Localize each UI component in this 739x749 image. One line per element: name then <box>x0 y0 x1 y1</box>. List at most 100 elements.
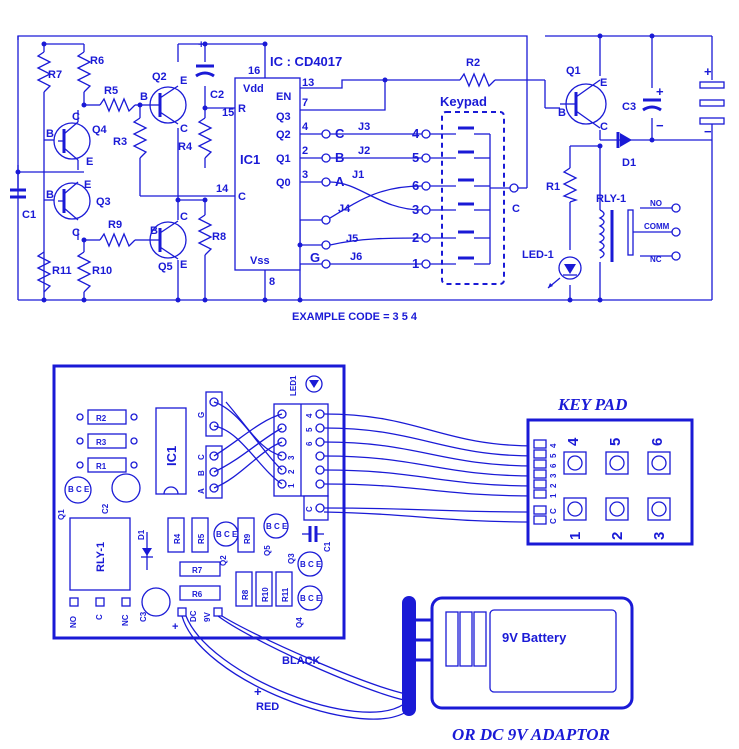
keypad-button-5[interactable] <box>605 451 629 475</box>
pcb-r11-body <box>275 571 293 607</box>
example-code: EXAMPLE CODE = 3 5 4 <box>292 311 418 323</box>
pcb-r1-body <box>87 457 127 473</box>
pin-vss: Vss <box>250 255 270 267</box>
pcb-q2-bce: B C E <box>216 530 238 539</box>
keypad-common-label: C <box>512 203 520 215</box>
pcb-r2-body <box>87 409 127 425</box>
q5-c: C <box>180 211 188 223</box>
capacitor-c3 <box>642 98 662 112</box>
capacitor-c1 <box>10 188 26 199</box>
label-r4: R4 <box>178 141 193 153</box>
battery-pack <box>402 596 634 716</box>
keypad-conn-c2: C <box>549 508 558 514</box>
pin-7: 7 <box>302 97 308 109</box>
q3-c: C <box>72 227 80 239</box>
led-1 <box>547 256 582 289</box>
pin-q2: Q2 <box>276 129 291 141</box>
pin-15: 15 <box>222 107 234 119</box>
label-d1: D1 <box>622 157 636 169</box>
pcb-c3-body <box>141 587 171 617</box>
pin-8: 8 <box>269 276 275 288</box>
ic-title: IC : CD4017 <box>270 54 342 69</box>
pcb-g-label: G <box>197 412 206 418</box>
pcb-r4-label: R4 <box>173 533 182 544</box>
keypad-conn-c1: C <box>549 518 558 524</box>
battery-clip <box>402 596 416 716</box>
resistor-r8 <box>197 214 213 256</box>
battery-symbol <box>699 81 725 140</box>
pcb-term-2: 2 <box>287 469 296 474</box>
pcb-q4-bce: B C E <box>300 594 322 603</box>
relay-rly1 <box>598 203 681 262</box>
transistor-q1 <box>560 79 607 129</box>
pcb-jumper-wires <box>213 401 283 489</box>
label-r1: R1 <box>546 181 560 193</box>
key-label-4: 4 <box>412 126 420 141</box>
jumper-j4: J4 <box>338 203 351 215</box>
keypad-board <box>526 418 694 546</box>
pcb-term-5: 5 <box>305 427 314 432</box>
pcb-r9-body <box>237 517 255 553</box>
label-comm: COMM <box>644 222 670 231</box>
jumper-letter-c: C <box>335 126 345 141</box>
q1-b: B <box>558 107 566 119</box>
battery-plus: + <box>704 64 712 79</box>
pcb-rly1-label: RLY-1 <box>95 542 107 572</box>
pin-14: 14 <box>216 183 229 195</box>
jumper-j2: J2 <box>358 145 370 157</box>
black-wire-label: BLACK <box>282 655 321 667</box>
c2-plus: + <box>198 39 204 51</box>
pcb-c-label: C <box>95 614 104 620</box>
pin-3: 3 <box>302 169 308 181</box>
q4-c: C <box>72 111 80 123</box>
pcb-q1-bce: B C E <box>68 485 90 494</box>
keypad-label-4: 4 <box>565 437 582 446</box>
pin-16: 16 <box>248 65 260 77</box>
pcb-c3-label: C3 <box>139 611 148 622</box>
pcb-q5-bce: B C E <box>266 522 288 531</box>
jumper-j5: J5 <box>346 233 358 245</box>
q2-c: C <box>180 123 188 135</box>
keypad-button-1[interactable] <box>563 497 587 521</box>
adaptor-label: OR DC 9V ADAPTOR <box>452 725 610 744</box>
label-r5: R5 <box>104 85 118 97</box>
pcb-term-1: 1 <box>287 483 296 488</box>
transistor-q4 <box>53 121 91 161</box>
transistor-q2 <box>148 85 187 125</box>
pcb-q3-label: Q3 <box>287 553 296 564</box>
keypad-button-6[interactable] <box>647 451 671 475</box>
keypad-conn-4: 4 <box>549 443 558 448</box>
capacitor-c2 <box>195 64 215 78</box>
pcb-q3-bce: B C E <box>300 560 322 569</box>
transistor-q3 <box>53 181 91 221</box>
label-r7: R7 <box>48 69 62 81</box>
resistor-r11 <box>36 251 52 293</box>
resistor-r5 <box>99 97 136 113</box>
label-c2: C2 <box>210 89 224 101</box>
keypad-conn-1: 1 <box>549 493 558 498</box>
key-label-1: 1 <box>412 256 419 271</box>
pin-c: C <box>238 191 246 203</box>
pcb-r5-body <box>191 517 209 553</box>
pcb-d1-label: D1 <box>137 529 146 540</box>
pin-q0: Q0 <box>276 177 291 189</box>
jumper-j6: J6 <box>350 251 362 263</box>
pcb-r3-body <box>87 433 127 449</box>
pcb-term-3: 3 <box>287 455 296 460</box>
keypad-ribbon-cable <box>323 413 537 523</box>
keypad-schematic <box>421 111 519 285</box>
q2-b: B <box>140 91 148 103</box>
keypad-button-2[interactable] <box>605 497 629 521</box>
jumper-j1: J1 <box>352 169 364 181</box>
key-label-3: 3 <box>412 202 419 217</box>
keypad-button-3[interactable] <box>647 497 671 521</box>
resistor-r4 <box>197 117 213 159</box>
pcb-r6-label: R6 <box>192 590 203 599</box>
pcb-relay-body <box>69 517 131 591</box>
pin-en: EN <box>276 91 291 103</box>
label-c1: C1 <box>22 209 36 221</box>
resistor-r1 <box>562 167 579 203</box>
keypad-label-5: 5 <box>607 438 624 446</box>
keypad-button-4[interactable] <box>563 451 587 475</box>
